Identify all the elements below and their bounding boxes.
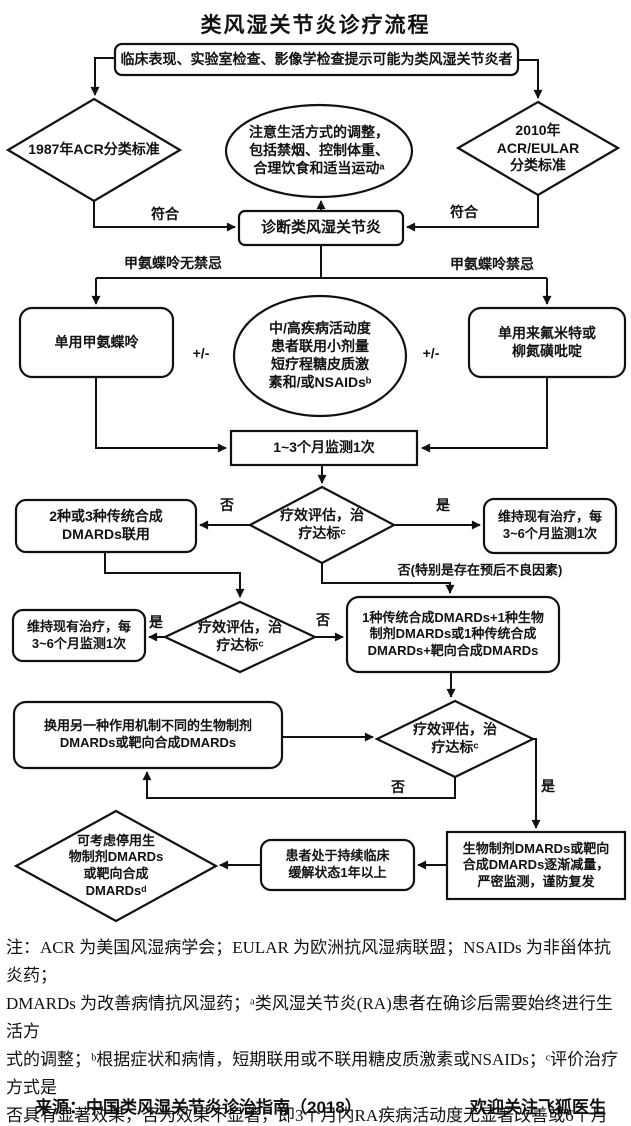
taper-box-shape (445, 830, 627, 901)
arrow-1987-to-diagnosis (93, 201, 236, 232)
edge-label-no-1: 否 (220, 497, 234, 513)
lifestyle-label: 注意生活方式的调整， 包括禁烟、控制体重、 合理饮食和适当运动ᵃ (249, 124, 389, 176)
activity-ellipse-shape (232, 294, 408, 418)
maintain-2-box-shape (11, 608, 147, 663)
csdmards-combo-label: 2种或3种传统合成 DMARDs联用 (49, 508, 163, 542)
page-title: 类风湿关节炎诊疗流程 (200, 14, 431, 37)
eval-2-label: 疗效评估，治 疗达标ᶜ (198, 619, 282, 653)
line-diagnosis-split (96, 245, 547, 279)
activity-label: 中/高疾病活动度 患者联用小剂量 短疗程糖皮质激 素和/或NSAIDsᵇ (268, 320, 372, 390)
footnote-text: 注：ACR 为美国风湿病学会；EULAR 为欧洲抗风湿病联盟；NSAIDs 为非… (6, 938, 619, 1125)
arrow-2010-to-diagnosis (406, 195, 539, 232)
consider-stop-diamond-shape (13, 809, 219, 923)
eval-3-label: 疗效评估，治 疗达标ᶜ (413, 721, 497, 755)
maintain-2-label: 维持现有治疗，每 3~6个月监测1次 (26, 618, 131, 651)
eval-1-label: 疗效评估，治 疗达标ᶜ (280, 507, 364, 541)
remission-label: 患者处于持续临床 缓解状态1年以上 (285, 848, 390, 880)
promo-text: 欢迎关注飞狐医生 (470, 1098, 606, 1117)
edge-label-plus-minus-right: +/- (422, 345, 440, 361)
arrow-screening-to-2010 (518, 59, 543, 99)
edge-label-yes-2: 是 (149, 614, 163, 630)
lef-ssz-label: 单用来氟米特或 柳氮磺吡啶 (498, 324, 596, 359)
edge-label-mtx-no-contra: 甲氨蝶呤无禁忌 (124, 255, 222, 271)
criteria-1987-label: 1987年ACR分类标准 (28, 141, 160, 158)
edge-label-meets-left: 符合 (151, 206, 179, 222)
maintain-1-label: 维持现有治疗，每 3~6个月监测1次 (497, 509, 602, 541)
source-text: 来源：中国类风湿关节炎诊治指南（2018） (35, 1098, 362, 1117)
arrow-eval3-yes-to-taper (531, 738, 541, 829)
diagnosis-label: 诊断类风湿关节炎 (260, 219, 381, 237)
screening-box-label: 临床表现、实验室检查、影像学检查提示可能为类风湿关节炎者 (120, 50, 513, 67)
criteria-2010-label: 2010年 ACR/EULAR 分类标准 (496, 121, 580, 174)
arrow-eval3-no-to-switchbio (142, 771, 456, 799)
eval-2-diamond-shape (162, 600, 318, 674)
consider-stop-label: 可考虑停用生 物制剂DMARDs 或靶向合成 DMARDsᵈ (68, 832, 164, 898)
arrow-csdmards-to-eval2 (104, 552, 245, 598)
bio-combo-label: 1种传统合成DMARDs+1种生物 制剂DMARDs或1种传统合成 DMARDs… (362, 609, 544, 658)
arrow-screening-to-1987 (90, 57, 115, 96)
edge-label-mtx-contra: 甲氨蝶呤禁忌 (450, 256, 534, 272)
taper-label: 生物制剂DMARDs或靶向 合成DMARDs逐渐减量， 严密监测，谨防复发 (462, 840, 610, 889)
mtx-mono-label: 单用甲氨蝶呤 (54, 333, 139, 350)
monitor-box-shape (229, 429, 419, 467)
edge-label-no-2: 否 (316, 612, 330, 628)
edge-label-yes-3: 是 (541, 778, 555, 794)
switch-bio-box-shape (12, 700, 284, 770)
monitor-label: 1~3个月监测1次 (273, 439, 375, 456)
switch-bio-label: 换用另一种作用机制不同的生物制剂 DMARDs或靶向合成DMARDs (43, 718, 252, 750)
edge-label-meets-right: 符合 (450, 204, 478, 220)
edge-label-yes-1: 是 (436, 497, 450, 513)
maintain-1-box-shape (482, 497, 618, 555)
edge-label-no-special: 否(特别是存在预后不良因素) (397, 562, 563, 578)
lifestyle-ellipse-shape (224, 103, 414, 199)
arrow-mtx-to-monitor (95, 377, 227, 453)
bio-combo-box-shape (345, 595, 561, 674)
arrow-eval1-nospecial-to-biocombo (321, 563, 455, 594)
edge-label-plus-minus-left: +/- (192, 345, 210, 361)
edge-label-no-3: 否 (391, 779, 405, 795)
arrow-lef-to-monitor (421, 377, 548, 453)
